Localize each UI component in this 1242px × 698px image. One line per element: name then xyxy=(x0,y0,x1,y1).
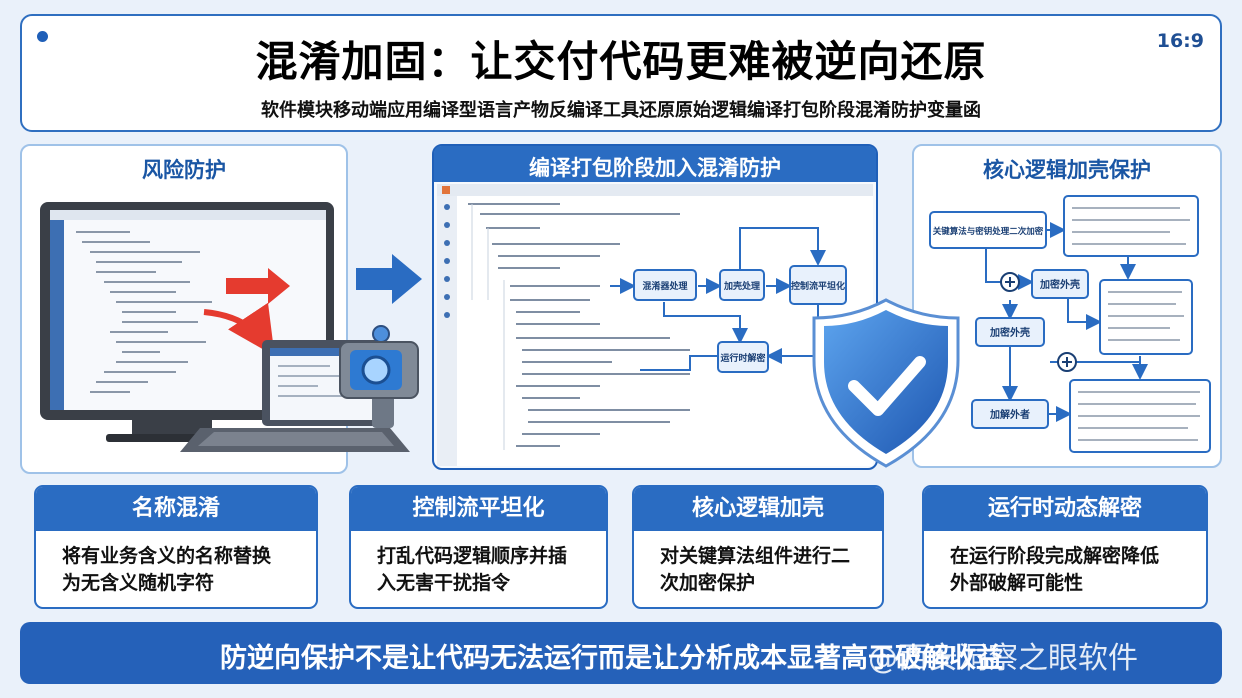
shell-flow-diagram xyxy=(985,222,1148,422)
panel-build-header xyxy=(434,146,876,182)
card-title: 运行时动态解密 xyxy=(924,487,1206,531)
build-node-3: 控制流平坦化 xyxy=(791,280,845,292)
card-description: 将有业务含义的名称替换 为无含义随机字符 xyxy=(36,531,316,597)
build-node-2: 加壳处理 xyxy=(723,280,760,292)
panel-risk-title: 风险防护 xyxy=(142,158,226,182)
arrow-right-icon xyxy=(356,254,422,304)
card-line: 在运行阶段完成解密降低 xyxy=(950,545,1160,567)
card-description: 在运行阶段完成解密降低 外部破解可能性 xyxy=(924,531,1206,597)
summary-banner: 防逆向保护不是让代码无法运行而是让分析成本显著高于破解收益 xyxy=(20,622,1222,684)
shield-check-icon xyxy=(812,298,960,468)
card-line: 外部破解可能性 xyxy=(950,572,1084,594)
page-title: 混淆加固：让交付代码更难被逆向还原 xyxy=(255,37,987,86)
robot-icon xyxy=(339,325,419,428)
card-title: 名称混淆 xyxy=(36,487,316,531)
shell-node-3: 加密外壳 xyxy=(989,326,1030,339)
shell-node-2: 加密外壳 xyxy=(1039,278,1080,291)
header-card: 16:9 混淆加固：让交付代码更难被逆向还原 软件模块移动端应用编译型语言产物反… xyxy=(20,14,1222,132)
build-node-1: 混淆器处理 xyxy=(642,280,687,292)
panel-build-title: 编译打包阶段加入混淆防护 xyxy=(529,156,781,180)
page-subtitle: 软件模块移动端应用编译型语言产物反编译工具还原原始逻辑编译打包阶段混淆防护变量函 xyxy=(261,100,981,121)
risk-arrow-icon xyxy=(203,268,290,356)
watermark: @西安洞察之眼软件 xyxy=(868,641,1138,676)
build-node-4: 运行时解密 xyxy=(720,352,765,364)
monitor-icon xyxy=(40,202,334,442)
card-runtime-decryption: 运行时动态解密 在运行阶段完成解密降低 外部破解可能性 xyxy=(922,485,1208,609)
card-description: 打乱代码逻辑顺序并插 入无害干扰指令 xyxy=(351,531,606,597)
card-line: 对关键算法组件进行二 xyxy=(660,545,851,567)
card-title: 核心逻辑加壳 xyxy=(634,487,882,531)
card-line: 入无害干扰指令 xyxy=(377,572,511,594)
card-core-logic-shell: 核心逻辑加壳 对关键算法组件进行二 次加密保护 xyxy=(632,485,884,609)
card-line: 将有业务含义的名称替换 xyxy=(62,545,272,567)
panel-core-title: 核心逻辑加壳保护 xyxy=(983,158,1151,182)
shell-node-1: 关键算法与密钥处理二次加密 xyxy=(933,226,1044,237)
plus-circle-icon xyxy=(1000,272,1077,372)
card-control-flow-flattening: 控制流平坦化 打乱代码逻辑顺序并插 入无害干扰指令 xyxy=(349,485,608,609)
summary-text: 防逆向保护不是让代码无法运行而是让分析成本显著高于破解收益 xyxy=(220,643,1003,674)
card-line: 打乱代码逻辑顺序并插 xyxy=(377,545,568,567)
header-dot xyxy=(37,31,48,42)
card-description: 对关键算法组件进行二 次加密保护 xyxy=(634,531,882,597)
card-name-obfuscation: 名称混淆 将有业务含义的名称替换 为无含义随机字符 xyxy=(34,485,318,609)
card-title: 控制流平坦化 xyxy=(351,487,606,531)
build-flow-nodes xyxy=(633,265,847,373)
code-editor xyxy=(437,184,873,466)
card-line: 次加密保护 xyxy=(660,572,756,594)
card-line: 为无含义随机字符 xyxy=(62,572,215,594)
aspect-ratio-label: 16:9 xyxy=(1156,30,1204,52)
shell-node-4: 加解外者 xyxy=(989,408,1030,421)
shell-flow-nodes xyxy=(929,195,1211,453)
